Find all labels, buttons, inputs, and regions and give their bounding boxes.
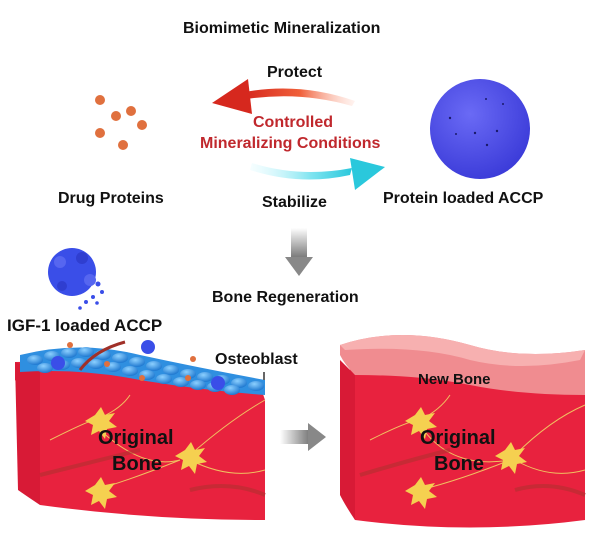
osteoblast-label: Osteoblast xyxy=(215,351,298,368)
left-original-label-line2: Bone xyxy=(112,453,162,475)
protein-dot xyxy=(118,140,128,150)
bone-regeneration-label: Bone Regeneration xyxy=(212,289,359,306)
right-original-label-line2: Bone xyxy=(434,453,484,475)
protein-dot xyxy=(137,120,147,130)
osteocyte-cells xyxy=(405,407,527,509)
protein-loaded-accp-label: Protein loaded ACCP xyxy=(383,190,544,207)
protein-dot xyxy=(67,342,73,348)
right-arrow xyxy=(280,423,326,451)
protein-dot xyxy=(95,128,105,138)
protein-dot xyxy=(95,95,105,105)
stabilize-arrow xyxy=(250,158,385,190)
right-original-label-line1: Original xyxy=(420,427,496,449)
blood-vessel xyxy=(78,340,126,371)
osteoblast-pointer xyxy=(263,372,265,380)
stabilize-label: Stabilize xyxy=(262,194,327,211)
accp-particle xyxy=(51,356,65,370)
diagram-title: Biomimetic Mineralization xyxy=(183,20,381,37)
drug-proteins-label: Drug Proteins xyxy=(58,190,164,207)
down-arrow xyxy=(285,228,313,276)
accp-particle xyxy=(211,376,225,390)
protein-dot xyxy=(126,106,136,116)
protein-dot xyxy=(190,356,196,362)
left-bone-block xyxy=(15,340,266,520)
protein-dot xyxy=(104,361,110,367)
center-label-line2: Mineralizing Conditions xyxy=(200,135,381,152)
right-bone-block xyxy=(340,335,586,528)
accp-particle xyxy=(141,340,155,354)
osteocyte-cells xyxy=(85,407,207,509)
left-original-label-line1: Original xyxy=(98,427,174,449)
protein-loaded-accp-sphere xyxy=(430,79,530,179)
igf1-accp-label: IGF-1 loaded ACCP xyxy=(7,316,163,335)
protect-arrow xyxy=(212,79,355,114)
new-bone-layer xyxy=(340,335,585,395)
new-bone-label: New Bone xyxy=(418,371,491,388)
center-label-line1: Controlled xyxy=(253,114,333,131)
igf1-accp-cluster xyxy=(48,248,104,310)
protein-dot xyxy=(185,375,191,381)
drug-protein-dots xyxy=(95,95,147,150)
protein-dot xyxy=(139,375,145,381)
protein-dot xyxy=(111,111,121,121)
protect-label: Protect xyxy=(267,64,323,81)
